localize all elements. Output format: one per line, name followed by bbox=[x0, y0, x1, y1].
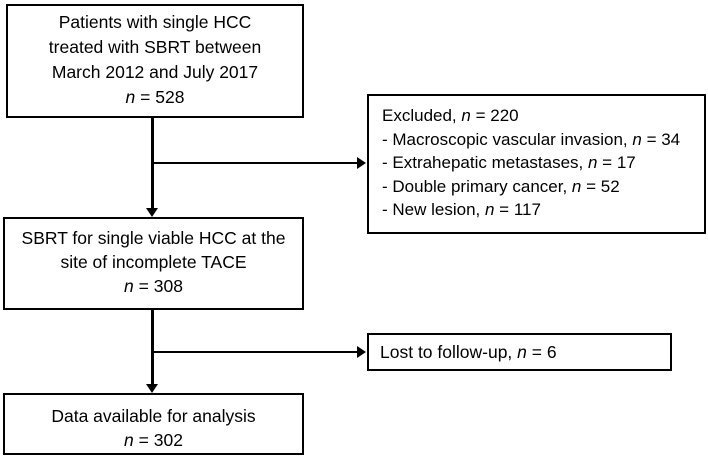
connector-to-lost-line bbox=[152, 350, 358, 354]
excluded-item-line: - Double primary cancer, n = 52 bbox=[382, 175, 700, 199]
excluded-item-text: - New lesion, bbox=[382, 200, 485, 219]
n-variable: n bbox=[461, 106, 471, 125]
excluded-item-text: - Macroscopic vascular invasion, bbox=[382, 129, 633, 149]
n-variable: n bbox=[125, 87, 136, 107]
count-value: = 528 bbox=[135, 87, 185, 107]
excluded-item-line: - New lesion, n = 117 bbox=[382, 198, 700, 222]
n-variable: n bbox=[124, 276, 134, 296]
connector-sbrt-to-analysis-line bbox=[151, 310, 154, 384]
excluded-item-line: - Extrahepatic metastases, n = 17 bbox=[382, 151, 700, 175]
enrollment-text-line: March 2012 and July 2017 bbox=[51, 62, 259, 82]
lost-text: Lost to follow-up, bbox=[380, 341, 518, 362]
n-variable: n bbox=[484, 200, 495, 219]
count-value: = 220 bbox=[470, 106, 519, 125]
right-arrowhead-icon bbox=[357, 157, 366, 169]
box-enrollment: Patients with single HCC treated with SB… bbox=[6, 4, 304, 118]
excluded-item-text: - Double primary cancer, bbox=[382, 176, 572, 196]
count-value: = 52 bbox=[581, 176, 620, 196]
n-variable: n bbox=[587, 153, 598, 172]
excluded-item-line: - Macroscopic vascular invasion, n = 34 bbox=[382, 128, 700, 152]
analysis-text-line: Data available for analysis bbox=[51, 406, 256, 426]
count-value: = 17 bbox=[597, 153, 636, 172]
down-arrowhead-icon bbox=[146, 384, 158, 393]
connector-to-excluded-line bbox=[152, 161, 358, 165]
enrollment-text-line: Patients with single HCC bbox=[58, 12, 252, 32]
n-variable: n bbox=[124, 430, 134, 450]
count-value: = 302 bbox=[133, 430, 183, 450]
n-variable: n bbox=[632, 129, 642, 149]
count-value: = 6 bbox=[526, 341, 557, 362]
down-arrowhead-icon bbox=[146, 208, 158, 217]
n-variable: n bbox=[571, 176, 582, 196]
box-data-available: Data available for analysis n = 302 bbox=[3, 393, 304, 455]
excluded-title-line: Excluded, n = 220 bbox=[382, 104, 700, 128]
count-value: = 308 bbox=[133, 276, 183, 296]
count-value: = 117 bbox=[494, 200, 541, 219]
box-lost-to-followup: Lost to follow-up, n = 6 bbox=[367, 333, 672, 371]
n-variable: n bbox=[517, 341, 527, 362]
box-sbrt-treatment: SBRT for single viable HCC at the site o… bbox=[3, 217, 304, 310]
sbrt-text-line: SBRT for single viable HCC at the bbox=[21, 228, 286, 248]
box-excluded: Excluded, n = 220 - Macroscopic vascular… bbox=[367, 94, 706, 234]
excluded-item-text: - Extrahepatic metastases, bbox=[382, 153, 588, 172]
sbrt-text-line: site of incomplete TACE bbox=[60, 252, 247, 272]
count-value: = 34 bbox=[641, 129, 681, 149]
analysis-count-line: n = 302 bbox=[5, 428, 302, 452]
sbrt-count-line: n = 308 bbox=[5, 274, 302, 298]
excluded-title-text: Excluded, bbox=[382, 106, 462, 125]
lost-text-line: Lost to follow-up, n = 6 bbox=[380, 342, 557, 363]
enrollment-count-line: n = 528 bbox=[8, 85, 302, 110]
right-arrowhead-icon bbox=[357, 346, 366, 358]
enrollment-text-line: treated with SBRT between bbox=[48, 37, 262, 57]
